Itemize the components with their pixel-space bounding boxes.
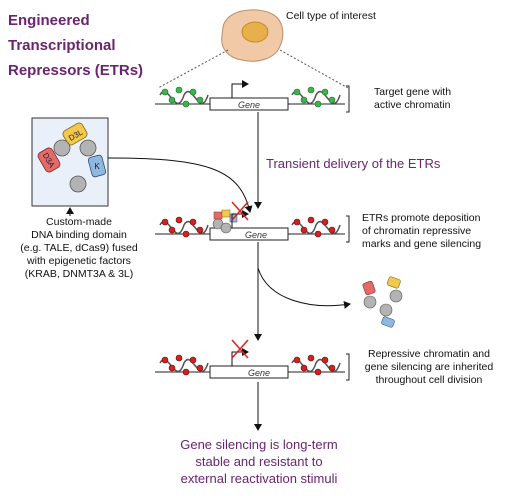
- custom-line-2: DNA binding domain: [31, 229, 127, 241]
- repressive-nucleosome-left-3: [159, 354, 209, 376]
- inherited-line-1: Repressive chromatin and: [368, 348, 490, 360]
- krab-label: K: [94, 162, 100, 171]
- bound-etr-ball-2: [220, 222, 232, 234]
- dashed-zoom-line-left: [157, 49, 229, 89]
- gene-label-3: Gene: [248, 368, 270, 378]
- etr-promote-label: ETRs promote deposition of chromatin rep…: [362, 212, 481, 251]
- diagram-title: Engineered Transcriptional Repressors (E…: [8, 8, 168, 83]
- d3a-box: [37, 147, 61, 173]
- gene-box-1: [209, 97, 289, 111]
- transcription-start-arrow-1: [231, 80, 249, 98]
- bracket-2: [346, 215, 350, 243]
- conclusion-label: Gene silencing is long-term stable and r…: [150, 436, 368, 487]
- cross-line-3b: [231, 339, 249, 359]
- bracket-1: [346, 85, 350, 113]
- target-gene-line-1: Target gene with: [374, 86, 452, 98]
- arrow-etr-release: [257, 267, 351, 309]
- repressive-nucleosome-right-2: [291, 216, 341, 238]
- conclusion-line-2: stable and resistant to: [195, 454, 323, 469]
- inherited-line-3: throughout cell division: [375, 374, 483, 386]
- transcription-start-arrow-3: [231, 348, 249, 366]
- inherited-label: Repressive chromatin and gene silencing …: [354, 348, 504, 387]
- title-line-1: Engineered: [8, 12, 90, 29]
- repressive-chromatin-row-2: [155, 201, 350, 243]
- active-nucleosome-right: [291, 86, 341, 108]
- etr-promote-line-3: marks and gene silencing: [362, 238, 482, 250]
- repressive-nucleosome-left-2: [159, 216, 209, 238]
- etr-box: [31, 117, 109, 207]
- dashed-zoom-line-right: [279, 49, 349, 89]
- conclusion-line-3: external reactivation stimuli: [180, 471, 338, 486]
- dbd-ball-2: [79, 139, 97, 157]
- gene-label-2: Gene: [245, 230, 267, 240]
- dbd-ball-1: [53, 139, 71, 157]
- bracket-3: [346, 353, 350, 381]
- active-nucleosome-left: [159, 86, 209, 108]
- etr-promote-line-2: of chromatin repressive: [362, 225, 472, 237]
- cell-type-label: Cell type of interest: [286, 10, 376, 22]
- dbd-ball-3: [69, 175, 87, 193]
- gene-label-1: Gene: [238, 100, 260, 110]
- gene-box-3: [209, 365, 289, 379]
- target-gene-label: Target gene with active chromatin: [374, 86, 451, 112]
- d3l-box: [62, 122, 88, 146]
- custom-line-5: (KRAB, DNMT3A & 3L): [24, 268, 134, 280]
- repressive-nucleosome-right-3: [291, 354, 341, 376]
- cross-line-2b: [231, 201, 249, 221]
- target-gene-line-2: active chromatin: [374, 99, 451, 111]
- krab-box: [87, 154, 107, 178]
- title-line-3: Repressors (ETRs): [8, 62, 144, 79]
- custom-line-4: with epigenetic factors: [27, 255, 131, 267]
- active-chromatin-row: [155, 80, 350, 113]
- conclusion-line-1: Gene silencing is long-term: [180, 437, 338, 452]
- custom-line-1: Custom-made: [46, 216, 112, 228]
- repressive-chromatin-row-3: [155, 339, 350, 381]
- custom-etr-label: Custom-made DNA binding domain (e.g. TAL…: [4, 216, 154, 281]
- released-etrs: [362, 276, 403, 328]
- bound-d3a: [213, 211, 223, 220]
- inherited-line-2: gene silencing are inherited: [364, 361, 494, 373]
- bound-d3l: [221, 209, 231, 218]
- title-line-2: Transcriptional: [8, 37, 116, 54]
- custom-line-3: (e.g. TALE, dCas9) fused: [20, 242, 138, 254]
- etr-promote-line-1: ETRs promote deposition: [362, 212, 481, 224]
- arrow-etr-delivery: [107, 157, 253, 213]
- transient-delivery-label: Transient delivery of the ETRs: [266, 156, 441, 171]
- cell-icon: [221, 9, 284, 62]
